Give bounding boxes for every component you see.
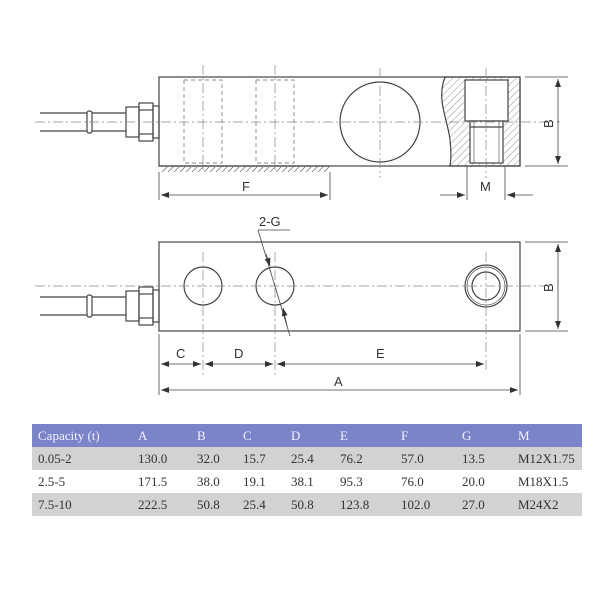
cell-C: 25.4 <box>243 496 266 512</box>
cable-top <box>40 286 160 326</box>
cell-B: 50.8 <box>197 496 220 512</box>
dim-label-2G: 2-G <box>259 214 281 229</box>
cell-G: 27.0 <box>462 496 485 512</box>
header-A: A <box>138 427 148 443</box>
spec-table: Capacity (t) A B C D E F G M 0.05-2 130.… <box>32 424 582 516</box>
dim-label-E: E <box>376 346 385 361</box>
cell-E: 76.2 <box>340 450 363 466</box>
cell-F: 57.0 <box>401 450 424 466</box>
header-G: G <box>462 427 472 443</box>
cell-capacity: 7.5-10 <box>38 496 72 512</box>
top-view <box>35 229 568 395</box>
cell-A: 222.5 <box>138 496 168 512</box>
dim-label-C: C <box>176 346 185 361</box>
cell-capacity: 0.05-2 <box>38 450 72 466</box>
cell-D: 25.4 <box>291 450 314 466</box>
cell-M: M24X2 <box>518 496 559 512</box>
cell-C: 19.1 <box>243 473 266 489</box>
table-row: 2.5-5 171.5 38.0 19.1 38.1 95.3 76.0 20.… <box>32 470 582 493</box>
cell-F: 76.0 <box>401 473 424 489</box>
table-row: 0.05-2 130.0 32.0 15.7 25.4 76.2 57.0 13… <box>32 447 582 470</box>
cell-G: 13.5 <box>462 450 485 466</box>
header-capacity: Capacity (t) <box>38 427 100 443</box>
technical-drawing: F M B <box>35 65 568 395</box>
header-F: F <box>401 427 409 443</box>
header-D: D <box>291 427 301 443</box>
dim-label-F: F <box>242 179 250 194</box>
cell-C: 15.7 <box>243 450 266 466</box>
dim-label-A: A <box>334 374 343 389</box>
dim-label-B-top: B <box>541 283 556 292</box>
cell-M: M12X1.75 <box>518 450 575 466</box>
header-M: M <box>518 427 530 443</box>
cell-G: 20.0 <box>462 473 485 489</box>
header-C: C <box>243 427 252 443</box>
cell-capacity: 2.5-5 <box>38 473 66 489</box>
cell-D: 50.8 <box>291 496 314 512</box>
cell-D: 38.1 <box>291 473 314 489</box>
table-row: 7.5-10 222.5 50.8 25.4 50.8 123.8 102.0 … <box>32 493 582 516</box>
top-body <box>158 241 521 332</box>
cell-B: 38.0 <box>197 473 220 489</box>
cell-B: 32.0 <box>197 450 220 466</box>
cell-M: M18X1.5 <box>518 473 569 489</box>
cell-E: 95.3 <box>340 473 363 489</box>
dim-label-B-side: B <box>541 119 556 128</box>
side-view <box>35 65 568 200</box>
cell-F: 102.0 <box>401 496 431 512</box>
cell-A: 130.0 <box>138 450 168 466</box>
header-E: E <box>340 427 348 443</box>
cell-A: 171.5 <box>138 473 168 489</box>
dim-label-M: M <box>480 179 491 194</box>
header-B: B <box>197 427 206 443</box>
table-header-row: Capacity (t) A B C D E F G M <box>32 424 582 447</box>
dim-label-D: D <box>234 346 243 361</box>
cell-E: 123.8 <box>340 496 370 512</box>
